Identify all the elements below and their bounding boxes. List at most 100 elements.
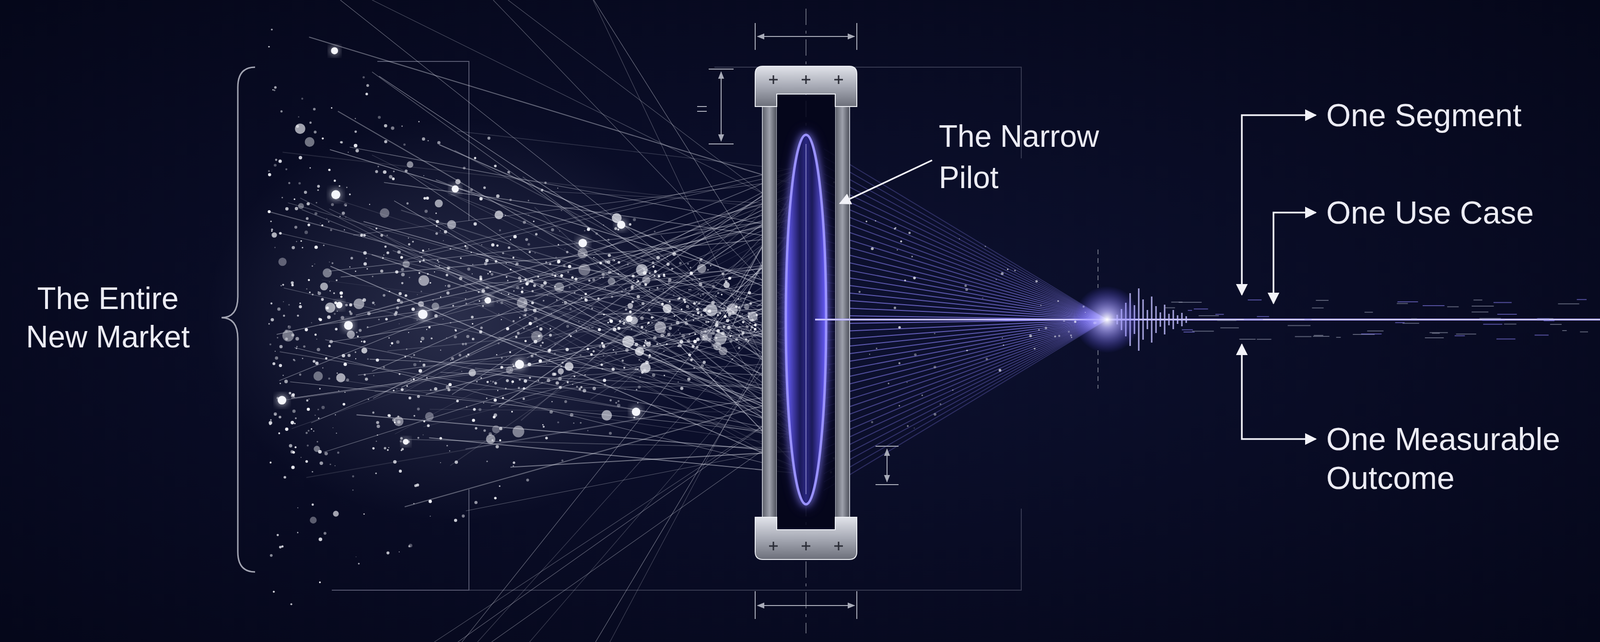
particle: [583, 229, 586, 232]
particle: [454, 518, 458, 522]
particle: [697, 292, 700, 294]
particle: [464, 245, 467, 247]
particle: [491, 425, 500, 433]
particle: [330, 46, 339, 55]
particle: [634, 342, 639, 346]
particle: [525, 478, 529, 481]
particle: [887, 382, 890, 385]
particle: [692, 314, 695, 316]
particle: [609, 398, 612, 402]
particle: [376, 424, 381, 428]
particle: [461, 342, 465, 346]
dimension-line: [720, 71, 722, 141]
particle: [753, 330, 755, 332]
particle: [529, 323, 531, 325]
particle: [362, 76, 365, 79]
particle: [335, 327, 339, 331]
particle: [1067, 330, 1070, 333]
particle: [712, 284, 715, 288]
particle: [410, 356, 412, 358]
signal-dash: [1304, 318, 1312, 320]
particle: [285, 427, 289, 431]
signal-dash: [1287, 325, 1311, 327]
particle: [708, 309, 712, 313]
particle: [269, 461, 272, 464]
particle: [354, 130, 357, 133]
particle: [702, 360, 706, 364]
ray: [823, 207, 1108, 320]
particle: [749, 302, 752, 305]
housing-rail: [762, 95, 777, 528]
particle: [306, 201, 310, 206]
particle: [270, 228, 273, 231]
particle: [496, 194, 500, 198]
particle: [505, 365, 514, 374]
particle: [514, 335, 518, 339]
particle: [561, 301, 563, 303]
particle: [709, 328, 712, 331]
particle: [451, 356, 455, 360]
signal-dash: [1361, 333, 1382, 335]
signal-dash: [1183, 331, 1195, 333]
particle: [487, 272, 489, 275]
particle: [353, 143, 358, 148]
particle: [556, 260, 560, 264]
particle: [315, 201, 318, 204]
particle: [367, 398, 369, 400]
particle: [480, 326, 483, 329]
particle: [617, 220, 626, 229]
particle: [518, 378, 521, 381]
particle: [731, 358, 734, 360]
particle: [421, 137, 426, 141]
particle: [437, 261, 440, 263]
ray: [823, 319, 1108, 432]
particle: [718, 346, 728, 356]
ray: [823, 215, 1108, 320]
particle: [272, 89, 274, 91]
particle: [506, 356, 508, 358]
particle: [648, 353, 652, 357]
particle: [314, 333, 317, 336]
signal-dash: [1493, 302, 1512, 304]
particle: [668, 326, 672, 330]
particle: [716, 310, 720, 314]
streak: [457, 404, 794, 642]
ray: [823, 319, 1108, 374]
particle: [531, 301, 535, 304]
lens-housing: [755, 66, 857, 560]
particle: [627, 303, 634, 309]
particle: [426, 328, 428, 330]
signal-dash: [1411, 317, 1417, 319]
particle: [334, 413, 336, 415]
particle: [548, 358, 551, 361]
particle: [455, 329, 457, 332]
signal-dash: [1534, 334, 1549, 336]
signal-dash: [1482, 319, 1505, 321]
particle: [388, 446, 390, 448]
particle: [749, 328, 752, 331]
particle: [299, 302, 301, 304]
particle: [375, 420, 379, 424]
particle: [715, 324, 717, 326]
particle: [384, 124, 388, 128]
streak: [349, 147, 794, 230]
particle: [713, 319, 715, 321]
particle: [583, 253, 585, 256]
particle: [965, 288, 969, 292]
particle: [726, 303, 738, 316]
particle: [300, 240, 303, 242]
particle: [625, 348, 629, 352]
particle: [737, 297, 740, 300]
particle: [545, 436, 549, 440]
particle: [362, 298, 366, 302]
particle: [487, 136, 491, 140]
particle: [486, 380, 490, 384]
ray: [823, 290, 1108, 320]
ray: [823, 319, 1108, 449]
particle: [400, 436, 403, 440]
particle: [738, 330, 740, 332]
particle: [427, 272, 430, 275]
particle: [417, 293, 419, 295]
particle: [392, 389, 395, 392]
particle: [537, 379, 540, 382]
